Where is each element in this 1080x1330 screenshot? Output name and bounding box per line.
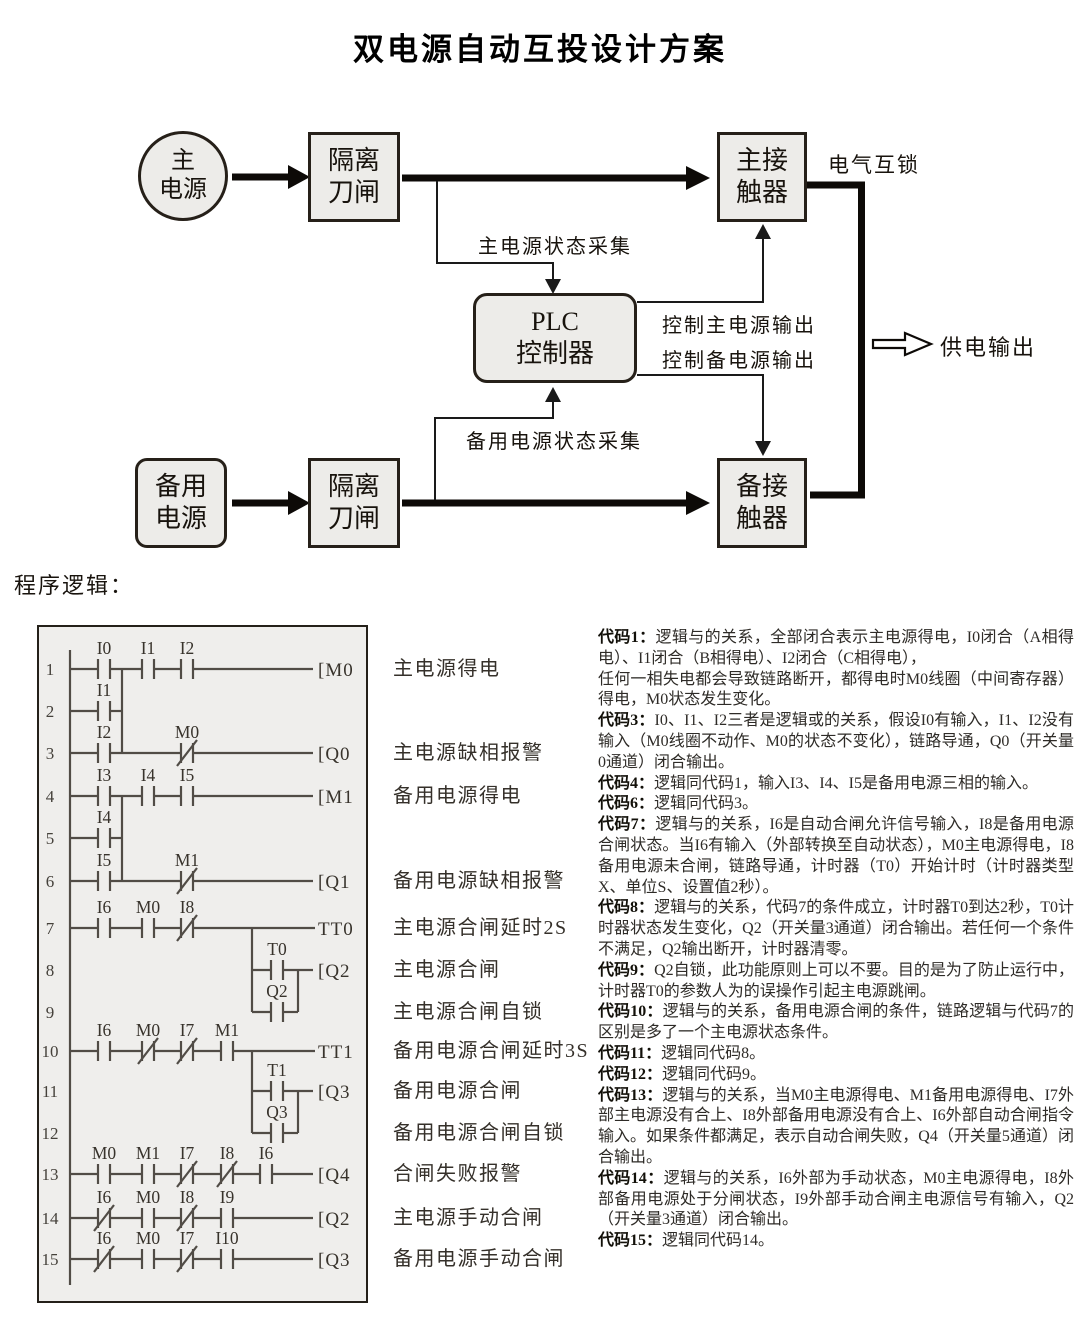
rung-description: 备用电源合闸延时3S: [393, 1040, 590, 1062]
code-note-label: 代码12：: [598, 1065, 663, 1083]
code-note: 代码11：逻辑同代码8。: [598, 1044, 766, 1062]
rung-description: 备用电源手动合闸: [393, 1248, 565, 1270]
rung-description: 备用电源合闸自锁: [393, 1122, 565, 1144]
rung-description: 主电源合闸延时2S: [393, 917, 568, 939]
node-main-isolator: 隔离 刀闸: [308, 132, 400, 222]
ctrl-backup-arrowhead-icon: [755, 441, 771, 456]
node-main-isolator-line2: 刀闸: [327, 178, 380, 207]
code-note: 代码9：Q2自锁，此功能原则上可以不要。目的是为了防止运行中，计时器T0的参数人…: [598, 961, 1074, 1000]
main-line-arrowhead-icon: [686, 166, 710, 190]
ctrl-backup-path: [637, 374, 764, 443]
label-power-output: 供电输出: [940, 335, 1037, 360]
code-note-label: 代码1：: [598, 629, 656, 646]
rung-description: 主电源缺相报警: [393, 742, 544, 764]
main-status-arrowhead-icon: [545, 279, 561, 294]
node-main-power: 主 电源: [138, 131, 228, 221]
code-note-label: 代码15：: [598, 1232, 663, 1250]
code-note: 代码8：逻辑与的关系，代码7的条件成立，计时器T0到达2秒，T0计时器状态发生变…: [598, 899, 1074, 958]
code-note-label: 代码4：: [598, 774, 655, 792]
code-note: 代码14：逻辑与的关系，I6外部为手动状态，M0主电源得电，I8外部备用电源处于…: [598, 1169, 1074, 1229]
code-note: 代码15：逻辑同代码14。: [598, 1232, 775, 1250]
rung-description: 主电源得电: [393, 658, 501, 680]
node-main-power-line1: 主: [171, 147, 195, 174]
node-backup-contactor-line1: 备接: [735, 472, 788, 502]
node-main-power-line2: 电源: [159, 177, 207, 203]
label-control-backup-output: 控制备电源输出: [662, 350, 816, 372]
main-power-arrowhead-icon: [288, 165, 310, 189]
code-note: 代码10：逻辑与的关系，备用电源合闸的条件，链路逻辑与代码7的区别是多了一个主电…: [598, 1003, 1074, 1042]
rung-description: 主电源手动合闸: [393, 1207, 544, 1229]
ctrl-main-path: [637, 237, 764, 303]
label-main-status-acquisition: 主电源状态采集: [478, 236, 632, 258]
node-backup-isolator-line1: 隔离: [327, 472, 380, 502]
backup-line-arrowhead-icon: [686, 491, 710, 515]
node-backup-power-line1: 备用: [154, 472, 207, 502]
label-electrical-interlock: 电气互锁: [828, 153, 920, 177]
code-note: 代码1：逻辑与的关系，全部闭合表示主电源得电，I0闭合（A相得电）、I1闭合（B…: [598, 629, 1074, 709]
ctrl-main-arrowhead-icon: [755, 224, 771, 239]
code-note-label: 代码14：: [598, 1169, 664, 1187]
backup-power-arrowhead-icon: [288, 491, 310, 515]
rung-description: 备用电源得电: [393, 785, 522, 807]
interlock-bus: [807, 181, 865, 499]
rung-description: 合闸失败报警: [393, 1163, 522, 1185]
ladder-panel: [37, 625, 368, 1303]
code-note-label: 代码11：: [598, 1044, 662, 1062]
code-note-label: 代码13：: [598, 1086, 663, 1104]
page-title: 双电源自动互投设计方案: [353, 32, 727, 67]
code-note-label: 代码7：: [598, 816, 656, 834]
label-program-logic: 程序逻辑：: [14, 573, 135, 598]
rung-description: 备用电源合闸: [393, 1080, 522, 1102]
node-backup-power-line2: 电源: [154, 504, 207, 533]
code-note-label: 代码10：: [598, 1003, 663, 1021]
node-backup-contactor-line2: 触器: [735, 504, 788, 533]
node-plc-line1: PLC: [531, 307, 579, 337]
rung-description: 主电源合闸自锁: [393, 1001, 544, 1023]
node-main-contactor: 主接 触器: [717, 132, 807, 222]
code-note: 代码12：逻辑同代码9。: [598, 1065, 767, 1083]
code-note: 代码6：逻辑同代码3。: [598, 795, 759, 813]
rung-description: 备用电源缺相报警: [393, 870, 565, 892]
node-main-contactor-line2: 触器: [735, 178, 788, 207]
code-note-label: 代码3：: [598, 712, 655, 730]
label-backup-status-acquisition: 备用电源状态采集: [466, 431, 642, 453]
node-main-contactor-line1: 主接: [735, 146, 788, 176]
code-note: 代码4：逻辑同代码1，输入I3、I4、I5是备用电源三相的输入。: [598, 774, 1039, 792]
node-backup-contactor: 备接 触器: [717, 458, 807, 548]
code-note: 代码3：I0、I1、I2三者是逻辑或的关系，假设I0有输入，I1、I2没有输入（…: [598, 712, 1074, 771]
code-note-label: 代码6：: [598, 795, 655, 813]
code-note-label: 代码9：: [598, 961, 655, 979]
node-backup-isolator: 隔离 刀闸: [308, 458, 400, 548]
node-backup-power: 备用 电源: [135, 458, 227, 548]
node-plc-line2: 控制器: [515, 339, 594, 368]
node-plc-controller: PLC 控制器: [473, 293, 637, 383]
node-main-isolator-line1: 隔离: [327, 146, 380, 176]
code-note: 代码7：逻辑与的关系，I6是自动合闸允许信号输入，I8是备用电源合闸状态。当I6…: [598, 816, 1074, 896]
label-control-main-output: 控制主电源输出: [662, 315, 816, 337]
power-output-arrow-icon: [871, 331, 934, 357]
rung-description: 主电源合闸: [393, 959, 501, 981]
code-note-label: 代码8：: [598, 899, 655, 917]
code-note: 代码13：逻辑与的关系，当M0主电源得电、M1备用电源得电、I7外部主电源没有合…: [598, 1086, 1074, 1166]
node-backup-isolator-line2: 刀闸: [327, 504, 380, 533]
code-notes-column: 代码1：逻辑与的关系，全部闭合表示主电源得电，I0闭合（A相得电）、I1闭合（B…: [598, 628, 1074, 1252]
backup-status-arrowhead-icon: [545, 387, 561, 402]
